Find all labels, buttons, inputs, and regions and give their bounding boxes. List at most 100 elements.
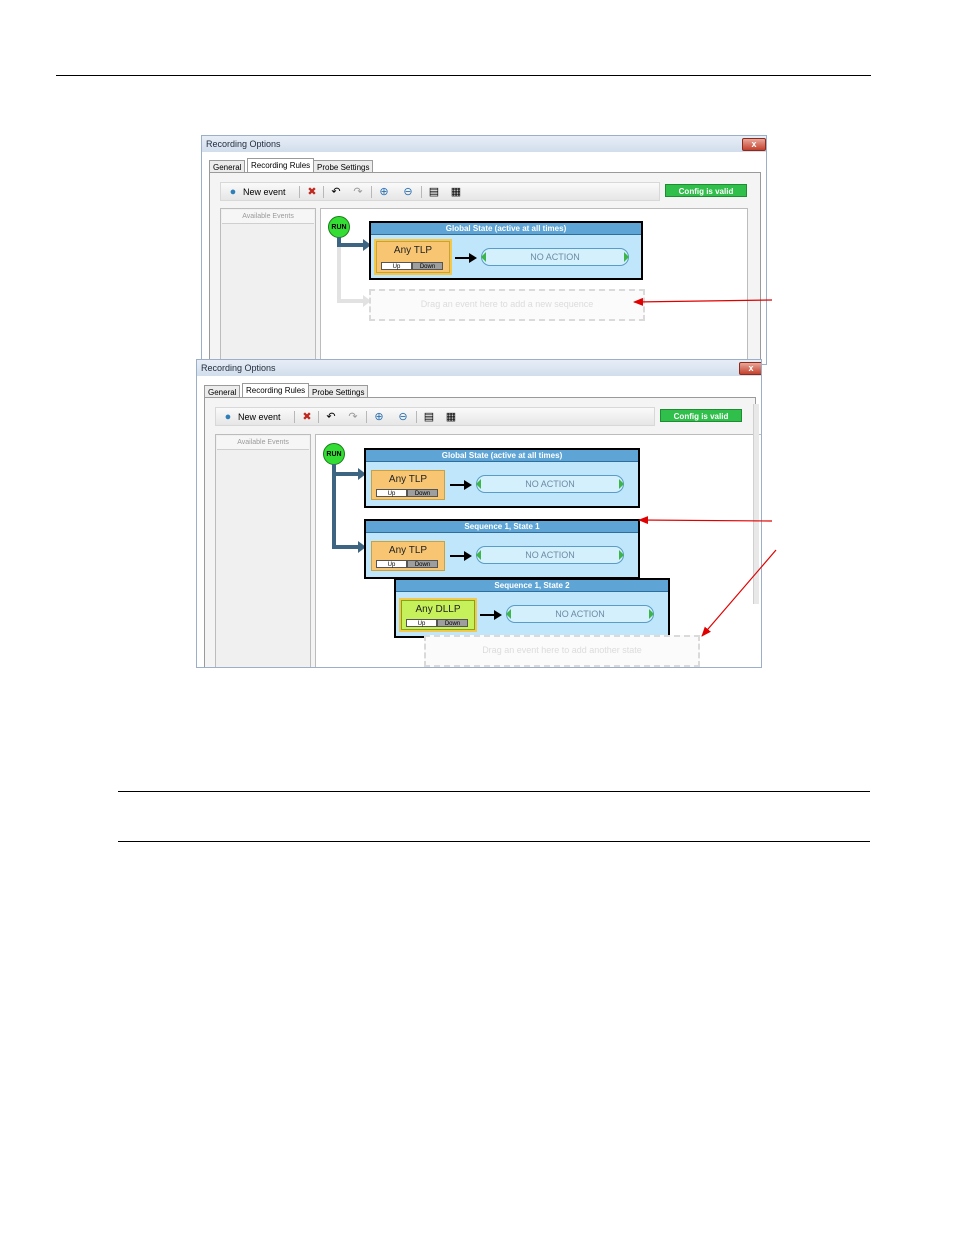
action-label: NO ACTION xyxy=(525,479,575,489)
window-title-bar: Recording Options xyxy=(197,360,761,376)
delete-icon[interactable]: ✖ xyxy=(302,411,312,423)
event-down-toggle[interactable]: Down xyxy=(437,619,468,627)
toolbar-separator xyxy=(294,411,295,423)
flow-arrow-ghost xyxy=(363,295,371,307)
redo-icon[interactable]: ↷ xyxy=(353,186,363,198)
flow-line xyxy=(337,243,365,247)
action-label: NO ACTION xyxy=(555,609,605,619)
available-events-header: Available Events xyxy=(217,436,309,450)
header-rule xyxy=(56,75,871,76)
action-left-arrow xyxy=(506,609,511,619)
redo-icon[interactable]: ↷ xyxy=(348,411,358,423)
action-box[interactable]: NO ACTION xyxy=(476,546,624,564)
flow-line-ghost xyxy=(337,299,365,303)
action-box[interactable]: NO ACTION xyxy=(476,475,624,493)
close-button[interactable]: x xyxy=(739,362,761,375)
flow-arrow xyxy=(358,468,366,480)
action-left-arrow xyxy=(481,252,486,262)
state-sequence-1-state-2[interactable]: Sequence 1, State 2 Any DLLP Up Down NO … xyxy=(394,578,670,638)
toolbar-separator xyxy=(366,411,367,423)
event-down-toggle[interactable]: Down xyxy=(407,489,438,497)
new-event-button[interactable]: New event xyxy=(238,412,281,422)
vertical-scrollbar[interactable] xyxy=(753,404,759,604)
drop-zone-new-state[interactable]: Drag an event here to add another state xyxy=(424,635,700,667)
flow-line xyxy=(337,237,341,247)
flow-line-ghost xyxy=(337,247,341,303)
action-left-arrow xyxy=(476,550,481,560)
config-status-badge: Config is valid xyxy=(660,409,742,422)
new-event-icon: ● xyxy=(229,186,237,198)
undo-icon[interactable]: ↶ xyxy=(326,411,336,423)
properties-icon[interactable]: ▦ xyxy=(445,411,457,423)
new-event-icon: ● xyxy=(224,411,232,423)
undo-icon[interactable]: ↶ xyxy=(331,186,341,198)
note-rule-top xyxy=(118,791,870,792)
window-title-bar: Recording Options xyxy=(202,136,766,152)
event-any-tlp[interactable]: Any TLP Up Down xyxy=(371,470,445,500)
flow-line xyxy=(332,545,360,549)
toolbar-separator xyxy=(299,186,300,198)
action-right-arrow xyxy=(619,550,624,560)
recording-options-window-2: Recording Options x General Recording Ru… xyxy=(196,359,762,668)
toolbar-separator xyxy=(416,411,417,423)
drop-zone-new-sequence[interactable]: Drag an event here to add a new sequence xyxy=(369,289,645,321)
toolbar-separator xyxy=(371,186,372,198)
zoom-out-icon[interactable]: ⊖ xyxy=(403,186,413,198)
event-down-toggle[interactable]: Down xyxy=(412,262,443,270)
state-sequence-1-state-1[interactable]: Sequence 1, State 1 Any TLP Up Down NO A… xyxy=(364,519,640,579)
toolbar: ● New event ✖ ↶ ↷ ⊕ ⊖ ▤ ▦ xyxy=(215,407,655,426)
action-label: NO ACTION xyxy=(530,252,580,262)
close-button[interactable]: x xyxy=(742,138,766,151)
window-title: Recording Options xyxy=(206,139,281,149)
available-events-panel: Available Events xyxy=(220,208,316,364)
run-indicator: RUN xyxy=(328,216,350,238)
zoom-in-icon[interactable]: ⊕ xyxy=(374,411,384,423)
flow-line xyxy=(332,464,336,549)
available-events-header: Available Events xyxy=(222,210,314,224)
toolbar-separator xyxy=(318,411,319,423)
new-event-button[interactable]: New event xyxy=(243,187,286,197)
state-global[interactable]: Global State (active at all times) Any T… xyxy=(364,448,640,508)
state-title: Global State (active at all times) xyxy=(366,450,638,462)
run-indicator: RUN xyxy=(323,443,345,465)
action-box[interactable]: NO ACTION xyxy=(481,248,629,266)
event-up-toggle[interactable]: Up xyxy=(376,489,407,497)
event-label: Any TLP xyxy=(388,474,428,485)
event-any-dllp[interactable]: Any DLLP Up Down xyxy=(399,598,477,632)
properties-icon[interactable]: ▦ xyxy=(450,186,462,198)
event-up-toggle[interactable]: Up xyxy=(381,262,412,270)
tab-recording-rules[interactable]: Recording Rules xyxy=(242,383,310,398)
event-any-tlp[interactable]: Any TLP Up Down xyxy=(371,541,445,571)
event-label: Any DLLP xyxy=(415,604,461,615)
zoom-out-icon[interactable]: ⊖ xyxy=(398,411,408,423)
rules-canvas: RUN Global State (active at all times) A… xyxy=(315,434,761,667)
zoom-in-icon[interactable]: ⊕ xyxy=(379,186,389,198)
tab-panel: ● New event ✖ ↶ ↷ ⊕ ⊖ ▤ ▦ Config is vali… xyxy=(209,172,761,364)
event-label: Any TLP xyxy=(388,545,428,556)
window-title: Recording Options xyxy=(201,363,276,373)
event-action-connector xyxy=(455,253,477,263)
event-action-connector xyxy=(480,610,502,620)
event-action-connector xyxy=(450,551,472,561)
print-icon[interactable]: ▤ xyxy=(423,411,435,423)
flow-arrow xyxy=(358,541,366,553)
state-title: Sequence 1, State 2 xyxy=(396,580,668,592)
event-any-tlp[interactable]: Any TLP Up Down xyxy=(374,239,452,275)
state-title: Global State (active at all times) xyxy=(371,223,641,235)
event-up-toggle[interactable]: Up xyxy=(376,560,407,568)
recording-options-window-1: Recording Options x General Recording Ru… xyxy=(201,135,767,365)
available-events-panel: Available Events xyxy=(215,434,311,667)
print-icon[interactable]: ▤ xyxy=(428,186,440,198)
event-down-toggle[interactable]: Down xyxy=(407,560,438,568)
flow-arrow xyxy=(363,239,371,251)
action-label: NO ACTION xyxy=(525,550,575,560)
event-up-toggle[interactable]: Up xyxy=(406,619,437,627)
toolbar-separator xyxy=(323,186,324,198)
delete-icon[interactable]: ✖ xyxy=(307,186,317,198)
tab-panel: ● New event ✖ ↶ ↷ ⊕ ⊖ ▤ ▦ Config is vali… xyxy=(204,397,761,667)
config-status-badge: Config is valid xyxy=(665,184,747,197)
tab-recording-rules[interactable]: Recording Rules xyxy=(247,158,315,173)
event-label: Any TLP xyxy=(393,245,433,256)
state-global[interactable]: Global State (active at all times) Any T… xyxy=(369,221,643,280)
action-box[interactable]: NO ACTION xyxy=(506,605,654,623)
